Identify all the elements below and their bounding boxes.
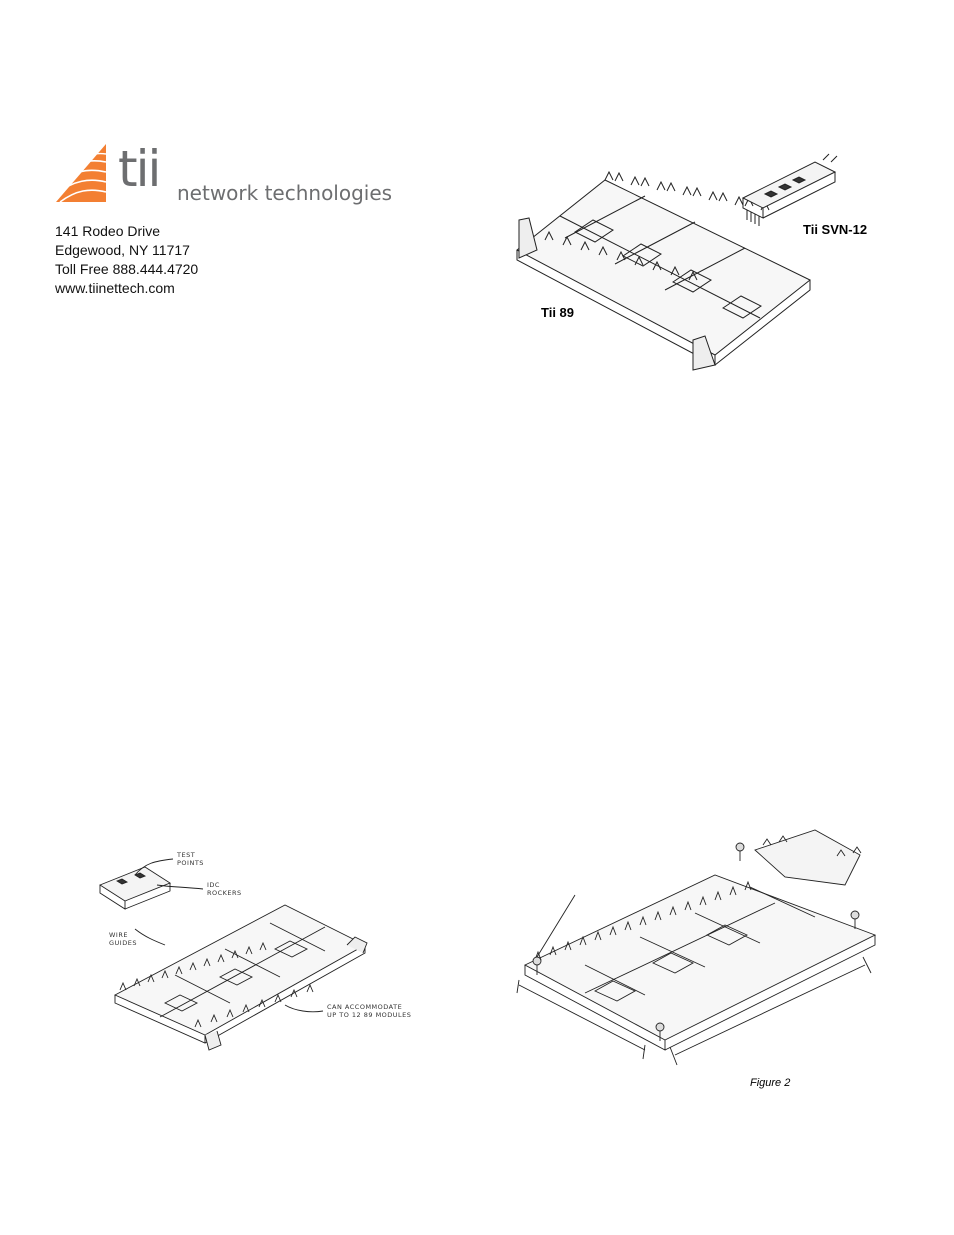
tii-swoosh-icon xyxy=(55,144,107,203)
callout-test-points-line2: POINTS xyxy=(177,859,204,867)
callout-wire-line1: WIRE xyxy=(109,931,128,939)
address-phone: Toll Free 888.444.4720 xyxy=(55,261,199,277)
brand-name: tii xyxy=(118,140,161,198)
address-city: Edgewood, NY 11717 xyxy=(55,242,190,258)
callout-capacity-line1: CAN ACCOMMODATE xyxy=(327,1003,402,1011)
callout-idc-line1: IDC xyxy=(207,881,220,889)
address-street: 141 Rodeo Drive xyxy=(55,223,161,239)
tii-89-label: Tii 89 xyxy=(541,305,575,320)
svn-12-label: Tii SVN-12 xyxy=(803,222,868,237)
figure-2-caption: Figure 2 xyxy=(750,1077,791,1089)
callout-capacity-line2: UP TO 12 89 MODULES xyxy=(327,1011,411,1019)
callout-wire-line2: GUIDES xyxy=(109,939,137,947)
figure-2-mounting-drawing xyxy=(516,829,877,1066)
svn-12-module-drawing xyxy=(741,153,838,226)
tray-callout-drawing: TEST POINTS IDC ROCKERS WIRE GUIDES CAN … xyxy=(99,851,411,1051)
company-address: 141 Rodeo Drive Edgewood, NY 11717 Toll … xyxy=(55,222,198,298)
address-website[interactable]: www.tiinettech.com xyxy=(55,280,175,296)
tii-89-tray-drawing xyxy=(516,170,811,371)
callout-idc-line2: ROCKERS xyxy=(207,889,242,897)
company-logo: tii network technologies xyxy=(54,140,414,210)
callout-test-points-line1: TEST xyxy=(176,851,195,859)
brand-tagline: network technologies xyxy=(177,181,393,205)
